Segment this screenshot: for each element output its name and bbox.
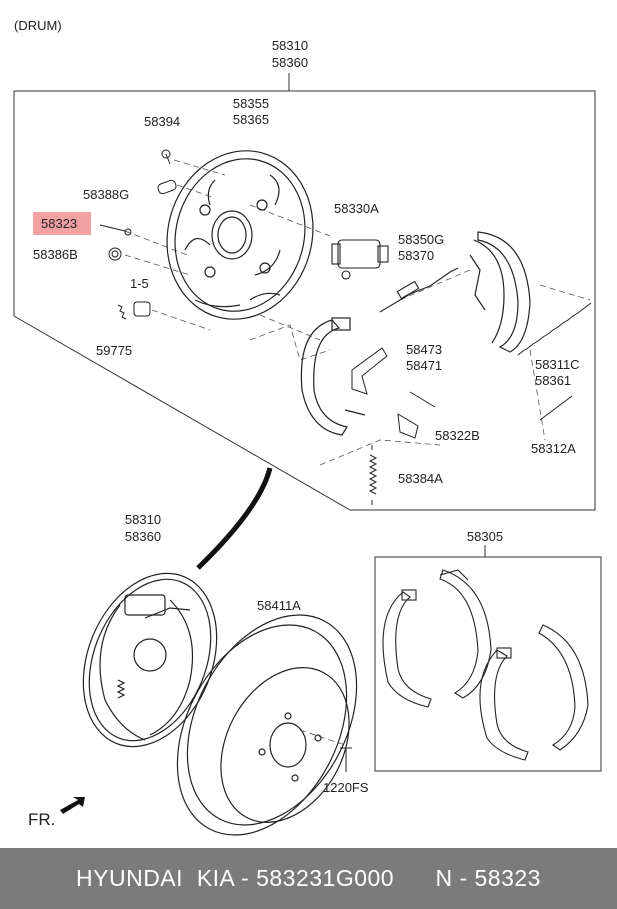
label-58360-bottom[interactable]: 58360 [124,529,162,544]
label-58310-top[interactable]: 58310 [271,38,309,53]
label-58312a[interactable]: 58312A [531,441,576,456]
footer-brand-part: HYUNDAI KIA - 583231G000 [76,865,395,891]
plug-part [133,301,151,317]
label-58370[interactable]: 58370 [398,248,435,263]
spring-small-part [539,395,573,421]
brake-assembly [82,572,218,748]
shoe-kit-shoes [382,569,589,761]
footer-ref: N - 58323 [435,865,541,891]
label-58322b[interactable]: 58322B [435,428,480,443]
label-58360-top[interactable]: 58360 [271,55,309,70]
label-1-5[interactable]: 1-5 [130,276,149,291]
label-58471[interactable]: 58471 [406,358,443,373]
highlighted-part-marker [33,212,91,235]
brake-drum [176,614,358,836]
backing-plate [166,150,314,320]
section-title: (DRUM) [14,18,62,33]
spring-lower-part [368,445,378,505]
grommet-part [157,179,177,195]
label-58361[interactable]: 58361 [535,373,572,388]
clip-part [117,304,127,320]
label-58350g[interactable]: 58350G [398,232,445,247]
bolt-part [161,149,171,165]
label-58355[interactable]: 58355 [232,96,270,111]
label-58323[interactable]: 58323 [41,216,78,231]
group-frame [13,90,596,511]
front-direction-label: FR. [28,810,56,829]
label-58386b[interactable]: 58386B [33,247,78,262]
retainer-part [397,391,436,439]
label-58384a[interactable]: 58384A [398,471,443,486]
adjuster-part [379,267,459,313]
brake-shoe-left [300,317,366,436]
label-58305[interactable]: 58305 [466,529,504,544]
wheel-cylinder-part [331,239,389,280]
label-58330a[interactable]: 58330A [334,201,379,216]
part-number-footer: HYUNDAI KIA - 583231G000 N - 58323 [0,848,617,909]
label-58388g[interactable]: 58388G [83,187,130,202]
bushing-part [108,247,122,261]
label-58411a[interactable]: 58411A [257,598,301,613]
spring-upper-part [517,302,592,356]
label-1220fs[interactable]: 1220FS [323,780,369,795]
label-58365[interactable]: 58365 [232,112,270,127]
lever-part [351,347,388,395]
front-arrow-icon [60,797,85,814]
label-58473[interactable]: 58473 [406,342,443,357]
label-59775[interactable]: 59775 [96,343,133,358]
shoe-kit-frame [374,556,602,772]
brake-shoe-right [469,231,531,353]
label-58310-bottom[interactable]: 58310 [124,512,162,527]
label-58311c[interactable]: 58311C [535,357,580,372]
pin-part [99,224,132,236]
screw-part [340,747,352,772]
label-58394[interactable]: 58394 [144,114,181,129]
connector-arrow [196,467,273,570]
